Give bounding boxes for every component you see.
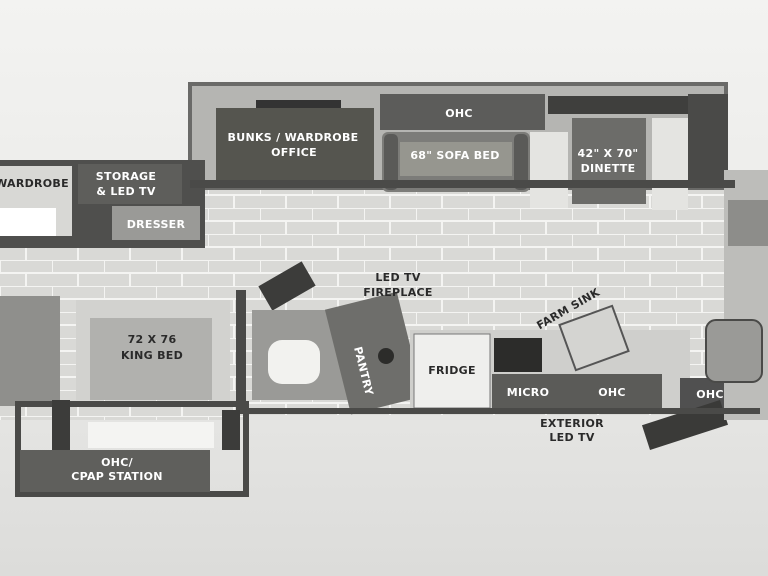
bunks-office-cabinet: [216, 108, 374, 180]
dinette-bench-right: [652, 118, 688, 210]
dinette-bench-left: [530, 132, 568, 208]
fireplace-unit: [258, 261, 316, 311]
dinette-size-label: 42" X 70": [578, 147, 639, 160]
dinette-table: [572, 118, 646, 204]
office-label: OFFICE: [271, 146, 317, 159]
ohc-bed-label: OHC/: [101, 456, 134, 469]
cpap-station-label: CPAP STATION: [71, 470, 163, 483]
led-tv-label: LED TV: [375, 271, 420, 284]
pantry-cabinet: [324, 291, 423, 415]
fridge-label: FRIDGE: [428, 364, 476, 377]
bunks-wardrobe-label: BUNKS / WARDROBE: [228, 131, 359, 144]
storage-label: STORAGE: [96, 170, 156, 183]
king-bed-label: KING BED: [121, 349, 183, 362]
dresser-label: DRESSER: [127, 218, 186, 231]
stove: [494, 338, 542, 372]
micro-label: MICRO: [507, 386, 549, 399]
farm-sink: [558, 304, 630, 372]
exterior-led-tv-label: LED TV: [549, 431, 594, 444]
dinette-label: DINETTE: [581, 162, 636, 175]
led-tv-top-label: & LED TV: [96, 185, 156, 198]
bed-size-label: 72 X 76: [128, 333, 177, 346]
bed-pillows: [88, 422, 214, 448]
ohc-top-label: OHC: [445, 107, 473, 120]
toilet: [268, 340, 320, 384]
ohc-right-label: OHC: [696, 388, 724, 401]
storage-led-tv-cabinet: [78, 164, 182, 204]
ohc-cpap-station: [15, 401, 249, 497]
ohc-kitchen-label: OHC: [598, 386, 626, 399]
fireplace-label: FIREPLACE: [363, 286, 432, 299]
kitchen-lower-cabinets: [492, 374, 662, 408]
ohc-top-cabinet: [380, 94, 545, 130]
sofa-bed-label: 68" SOFA BED: [410, 149, 499, 162]
fridge: [413, 333, 491, 409]
wardrobe-label: WARDROBE: [0, 177, 69, 190]
bedroom-wall-left: [0, 296, 60, 406]
exterior-label: EXTERIOR: [540, 417, 604, 430]
